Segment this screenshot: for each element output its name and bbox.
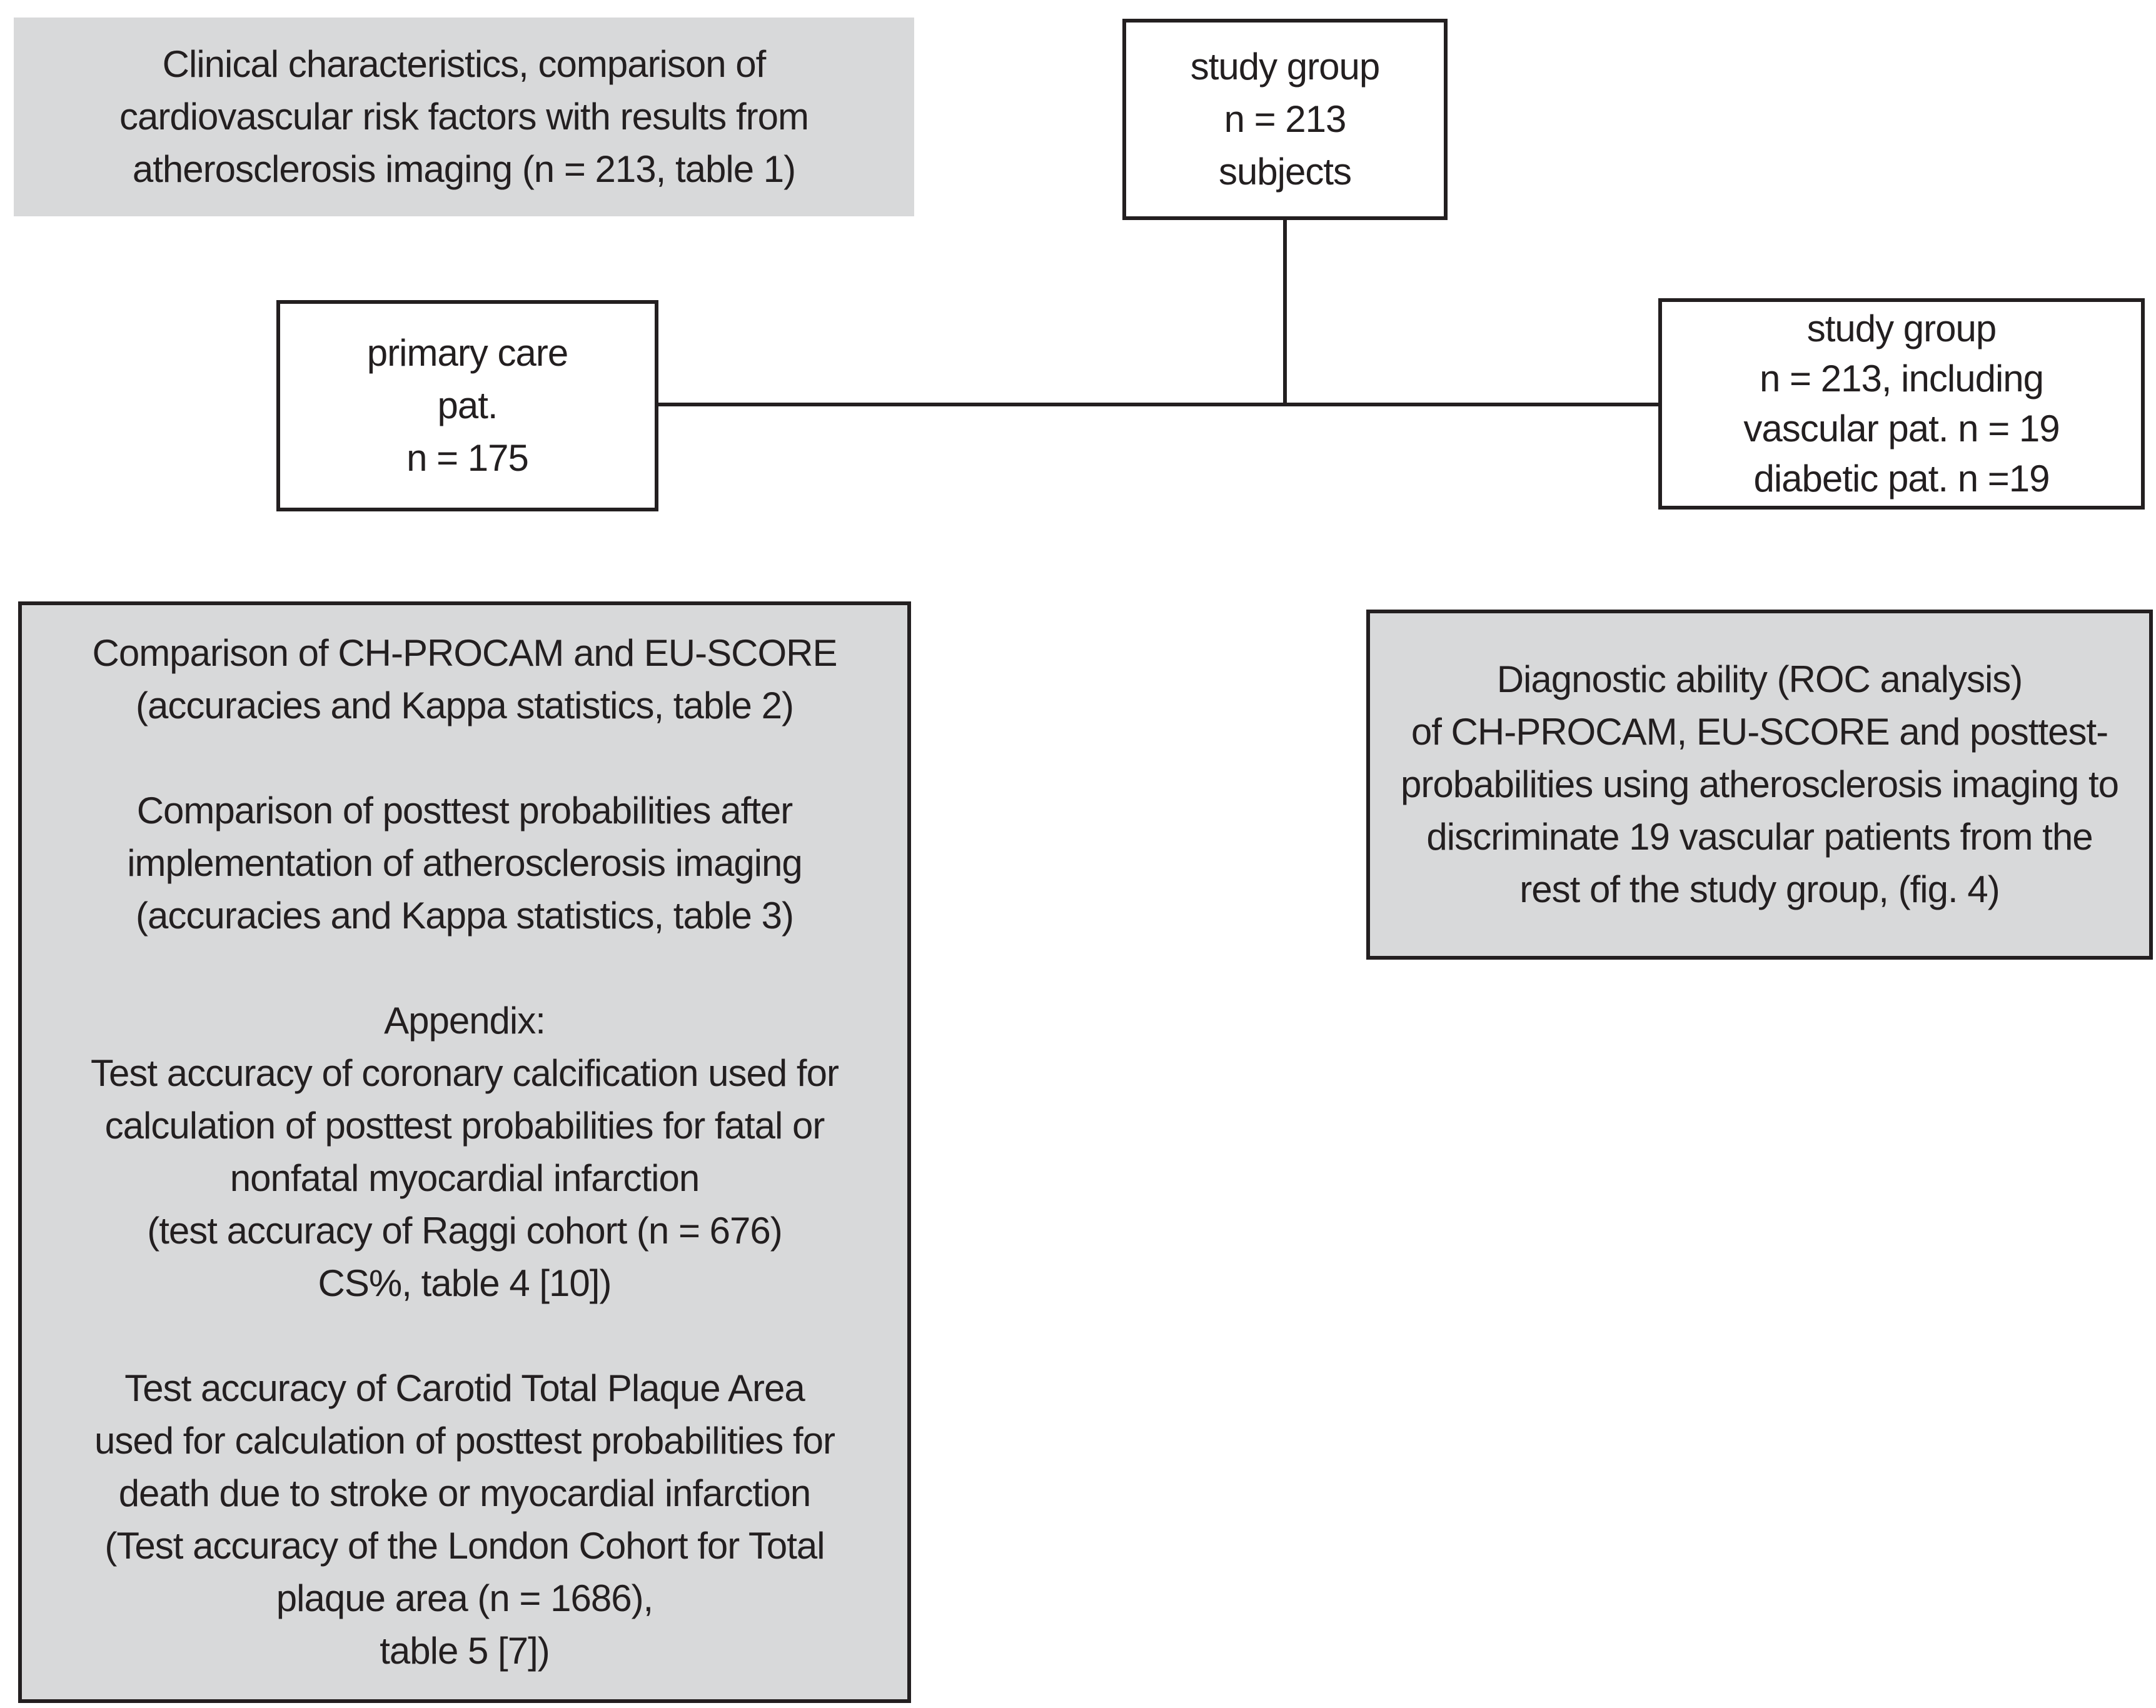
text-line: study group [1806,308,1997,349]
text-line: table 5 [7]) [380,1630,550,1672]
text-line: discriminate 19 vascular patients from t… [1426,816,2093,858]
clinical-characteristics-box: Clinical characteristics, comparison of … [14,18,914,216]
primary-care-box: primary care pat. n = 175 [276,300,658,511]
text-line: (Test accuracy of the London Cohort for … [104,1525,825,1567]
text-line: used for calculation of posttest probabi… [94,1420,835,1462]
text-line: subjects [1218,151,1352,193]
text-line: probabilities using atherosclerosis imag… [1401,763,2119,805]
text-line: Diagnostic ability (ROC analysis) [1496,658,2023,700]
paragraph: Appendix: Test accuracy of coronary calc… [22,995,907,1310]
text-line: pat. [437,384,498,426]
text-line: n = 175 [406,437,529,479]
text-line: cardiovascular risk factors with results… [119,96,809,138]
text-line: (accuracies and Kappa statistics, table … [136,685,794,726]
study-group-detail-box: study group n = 213, including vascular … [1658,298,2145,510]
text-line: Test accuracy of coronary calcification … [91,1052,839,1094]
text-line: Appendix: [384,1000,546,1042]
paragraph: Comparison of CH-PROCAM and EU-SCORE (ac… [22,627,907,732]
text-line: atherosclerosis imaging (n = 213, table … [132,148,796,190]
text-line: (accuracies and Kappa statistics, table … [136,895,794,937]
study-group-box: study group n = 213 subjects [1122,19,1448,220]
paragraph: Test accuracy of Carotid Total Plaque Ar… [22,1362,907,1677]
text-line: implementation of atherosclerosis imagin… [127,842,803,884]
text-line: calculation of posttest probabilities fo… [104,1105,825,1147]
paragraph: Comparison of posttest probabilities aft… [22,785,907,942]
text-line: primary care [366,332,568,374]
diagnostic-ability-box: Diagnostic ability (ROC analysis) of CH-… [1366,610,2153,960]
text-line: nonfatal myocardial infarction [229,1157,700,1199]
text-line: Comparison of posttest probabilities aft… [136,790,793,831]
text-line: study group [1190,46,1381,88]
connector-vertical [1283,220,1287,406]
text-line: plaque area (n = 1686), [276,1577,653,1619]
comparison-appendix-box: Comparison of CH-PROCAM and EU-SCORE (ac… [18,601,911,1703]
text-line: (test accuracy of Raggi cohort (n = 676) [147,1210,783,1252]
text-line: n = 213, including [1759,358,2044,399]
text-line: of CH-PROCAM, EU-SCORE and posttest- [1411,711,2108,753]
text-line: rest of the study group, (fig. 4) [1519,868,2000,910]
text-line: diabetic pat. n =19 [1753,458,2050,500]
text-line: CS%, table 4 [10]) [318,1262,612,1304]
text-line: n = 213 [1224,98,1347,140]
connector-horizontal [658,403,1658,406]
text-line: Comparison of CH-PROCAM and EU-SCORE [92,632,838,674]
text-line: death due to stroke or myocardial infarc… [118,1472,812,1514]
text-line: vascular pat. n = 19 [1743,408,2060,450]
text-line: Clinical characteristics, comparison of [162,43,767,85]
text-line: Test accuracy of Carotid Total Plaque Ar… [124,1367,805,1409]
